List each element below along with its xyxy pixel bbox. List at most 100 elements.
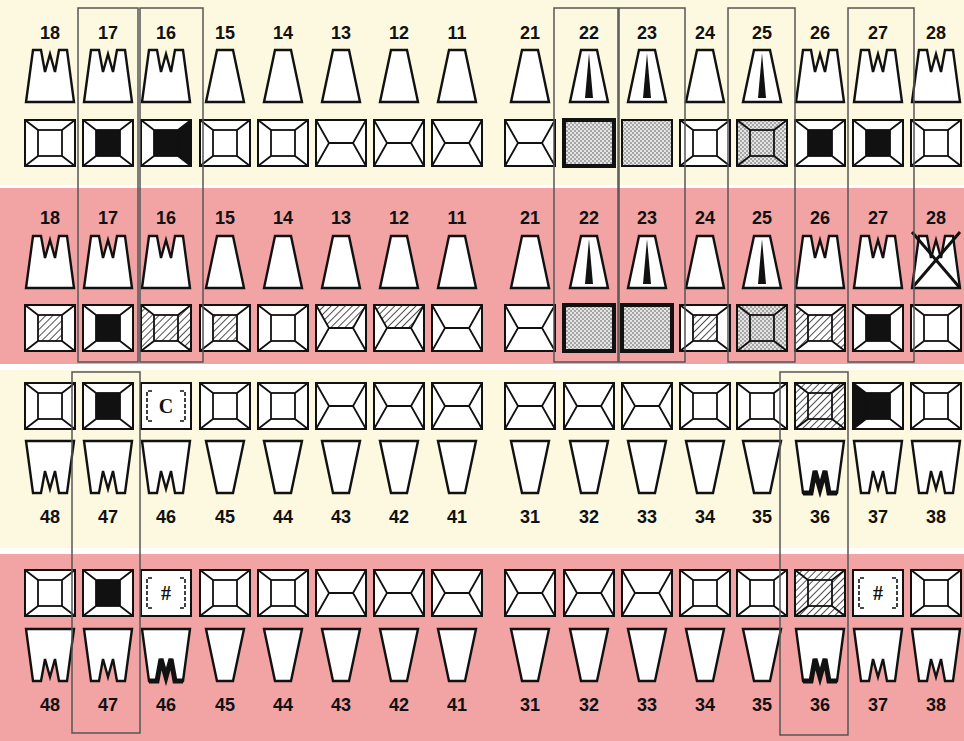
surface-lines (200, 383, 250, 429)
tooth-number: 36 (798, 506, 842, 528)
surface-box (83, 305, 133, 351)
tooth-outline (264, 441, 302, 493)
surface-box (316, 383, 366, 429)
tooth-outline (743, 441, 781, 493)
surface-lines (432, 570, 482, 616)
tooth-number: 15 (203, 22, 247, 44)
surface-box (141, 570, 191, 616)
tooth-number: 37 (856, 694, 900, 716)
surface-code: # (873, 583, 883, 603)
tooth-number: 21 (508, 22, 552, 44)
surface-lines (680, 383, 730, 429)
surface-center (808, 580, 832, 606)
surface-box (25, 305, 75, 351)
surface-lines (737, 305, 787, 351)
tooth-outline (686, 629, 724, 681)
tooth-number: 38 (914, 694, 958, 716)
surface-center (96, 580, 120, 606)
tooth-number: 41 (435, 694, 479, 716)
tooth-outline (628, 629, 666, 681)
tooth-outline (570, 441, 608, 493)
tooth-number: 15 (203, 207, 247, 229)
tooth-outline (264, 50, 302, 102)
surface-box (374, 305, 424, 351)
selection-frame (78, 8, 138, 362)
surface-box (316, 570, 366, 616)
surface-fill (832, 305, 845, 351)
root-canal-fill (758, 239, 766, 284)
tooth-outline (84, 441, 132, 493)
tooth-number: 23 (625, 207, 669, 229)
surface-box (258, 570, 308, 616)
surface-center (924, 315, 948, 341)
band (0, 188, 964, 364)
tooth-outline (628, 236, 666, 288)
surface-fill (178, 120, 191, 166)
surface-center (750, 580, 774, 606)
marked-surface: # (154, 580, 178, 606)
tooth-number: 16 (144, 22, 188, 44)
surface-box (505, 570, 555, 616)
surface-lines (680, 120, 730, 166)
tooth-outline (686, 441, 724, 493)
surface-box (853, 305, 903, 351)
surface-lines (374, 570, 424, 616)
surface-box (316, 120, 366, 166)
surface-box (258, 305, 308, 351)
tooth-outline (264, 236, 302, 288)
surface-box (200, 570, 250, 616)
surface-lines (374, 305, 424, 351)
tooth-number: 25 (740, 207, 784, 229)
surface-box (622, 120, 672, 166)
surface-box (622, 305, 672, 351)
surface-box (258, 120, 308, 166)
surface-lines (83, 120, 133, 166)
surface-box (911, 570, 961, 616)
tooth-number: 28 (914, 207, 958, 229)
tooth-outline (142, 629, 190, 681)
surface-lines (564, 570, 614, 616)
marked-surface: C (154, 393, 178, 419)
tooth-number: 22 (567, 22, 611, 44)
surface-lines (564, 383, 614, 429)
tooth-outline (912, 50, 960, 102)
surface-box (432, 120, 482, 166)
surface-box (83, 383, 133, 429)
surface-lines (432, 120, 482, 166)
surface-box (853, 120, 903, 166)
surface-box (853, 120, 903, 166)
surface-box (25, 383, 75, 429)
tooth-outline (912, 441, 960, 493)
missing-mark (912, 232, 960, 288)
tooth-number: 42 (377, 506, 421, 528)
tooth-number: 14 (261, 22, 305, 44)
surface-center (271, 130, 295, 156)
surface-center (750, 393, 774, 419)
tooth-number: 37 (856, 506, 900, 528)
surface-box (680, 383, 730, 429)
surface-box (25, 570, 75, 616)
tooth-outline (206, 441, 244, 493)
tooth-number: 44 (261, 694, 305, 716)
surface-lines (374, 120, 424, 166)
surface-box (564, 383, 614, 429)
surface-box (795, 305, 845, 351)
root-canal-fill (643, 53, 651, 98)
tooth-outline (322, 441, 360, 493)
surface-box (200, 305, 250, 351)
surface-center (38, 393, 62, 419)
surface-box (141, 305, 191, 351)
tooth-outline (628, 441, 666, 493)
surface-center (154, 130, 178, 156)
tooth-outline (912, 629, 960, 681)
selection-frame (848, 8, 914, 362)
surface-box (505, 305, 555, 351)
surface-center (154, 315, 178, 341)
surface-center (271, 580, 295, 606)
tooth-number: 42 (377, 694, 421, 716)
tooth-number: 48 (28, 506, 72, 528)
surface-box (564, 570, 614, 616)
tooth-outline (380, 50, 418, 102)
surface-center (213, 130, 237, 156)
